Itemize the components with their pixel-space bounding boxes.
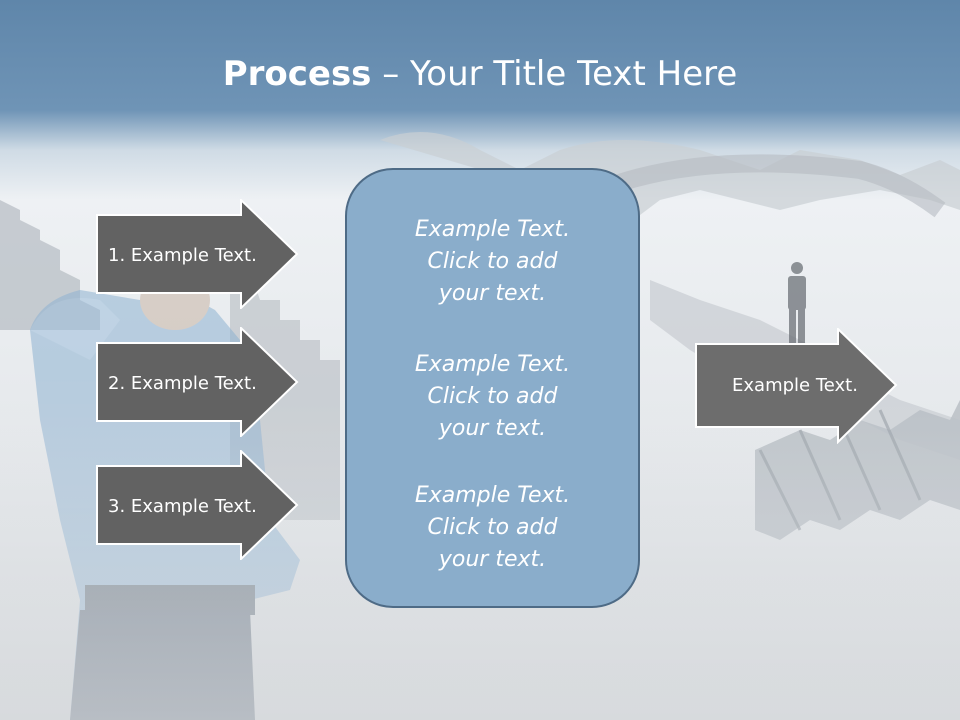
arrow-label: Example Text. [732, 374, 858, 396]
paragraph-line: Click to add [427, 384, 558, 409]
paragraph-line: your text. [438, 416, 547, 441]
paragraph-line: Click to add [427, 515, 558, 540]
arrow-label: 1. Example Text. [108, 244, 257, 266]
paragraph-3: Example Text. Click to add your text. [347, 480, 638, 576]
distant-figure [788, 262, 806, 344]
slide-title: Process – Your Title Text Here [0, 52, 960, 96]
arrow-shape [96, 199, 299, 309]
arrow-label: 2. Example Text. [108, 372, 257, 394]
arrow-shape [96, 450, 299, 560]
paragraph-line: your text. [438, 281, 547, 306]
title-rest-part: – Your Title Text Here [371, 54, 738, 94]
paragraph-1: Example Text. Click to add your text. [347, 214, 638, 310]
arrow-shape [96, 327, 299, 437]
arrow-shape [695, 328, 898, 444]
arrow-label: 3. Example Text. [108, 495, 257, 517]
paragraph-line: your text. [438, 547, 547, 572]
paragraph-line: Example Text. [414, 483, 571, 508]
paragraph-line: Click to add [427, 249, 558, 274]
paragraph-line: Example Text. [414, 352, 571, 377]
title-bold-part: Process [222, 54, 372, 94]
paragraph-line: Example Text. [414, 217, 571, 242]
paragraph-2: Example Text. Click to add your text. [347, 349, 638, 445]
center-text-box[interactable]: Example Text. Click to add your text. Ex… [345, 168, 640, 608]
